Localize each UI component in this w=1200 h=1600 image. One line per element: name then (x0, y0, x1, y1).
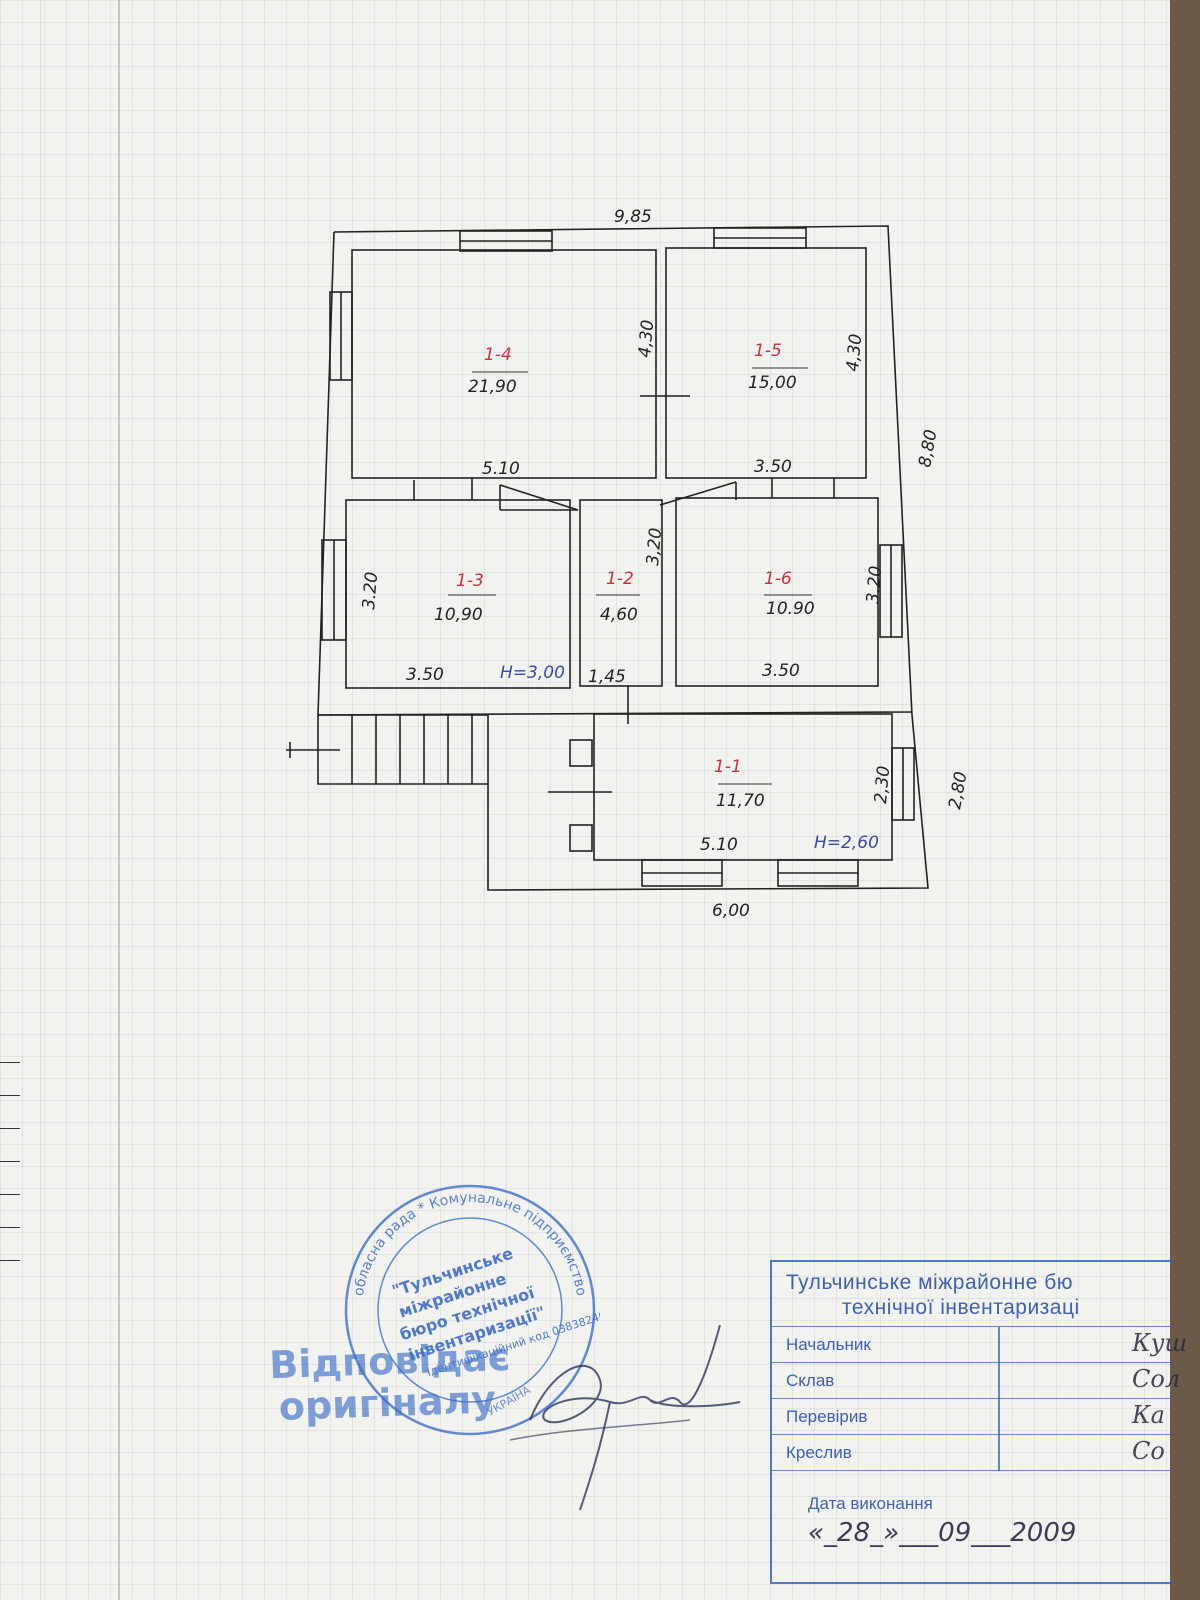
room-1-3-side: 3.20 (359, 571, 382, 610)
room-1-4-wall: 5.10 (482, 459, 520, 479)
title-block-stamp: Тульчинське міжрайонне бю технічної інве… (770, 1260, 1187, 1584)
room-1-3-wall: 3.50 (406, 665, 444, 685)
org-name-line-1: Тульчинське міжрайонне бю (786, 1271, 1074, 1294)
room-1-6-side: 3.20 (863, 565, 886, 604)
room-1-1-area: 11,70 (716, 791, 765, 811)
row-signature: Куш (1132, 1329, 1188, 1357)
porch-depth-label: 2,80 (945, 770, 971, 811)
page-binding-line (118, 0, 120, 1600)
room-1-2-area: 4,60 (600, 605, 638, 625)
row-chief: Начальник Куш (772, 1326, 1187, 1363)
overall-width-label: 9,85 (614, 207, 652, 227)
paper-sheet (0, 0, 1170, 1600)
row-compiled: Склав Сол (772, 1362, 1180, 1399)
room-1-3-height: H=3,00 (500, 663, 565, 683)
room-1-6-area: 10.90 (766, 599, 815, 619)
row-label: Перевірив (786, 1407, 868, 1426)
room-1-4-area: 21,90 (468, 377, 517, 397)
room-1-5-id: 1-5 (754, 341, 782, 361)
row-label: Креслив (786, 1443, 852, 1462)
room-1-5-wall: 3.50 (754, 457, 792, 477)
room-1-2-id: 1-2 (606, 569, 634, 589)
room-1-3-area: 10,90 (434, 605, 483, 625)
row-drawn: Креслив Со (772, 1434, 1172, 1471)
room-1-5-area: 15,00 (748, 373, 797, 393)
row-divider (772, 1470, 1172, 1472)
date-value: «_28_»___09___2009 (808, 1518, 1077, 1548)
date-label: Дата виконання (808, 1494, 933, 1513)
margin-lines (0, 1030, 20, 1261)
room-1-4-side: 4,30 (635, 319, 658, 358)
room-1-1-side: 2,30 (871, 765, 894, 804)
room-1-1-wall: 5.10 (700, 835, 738, 855)
round-official-stamp: обласна рада * Комунальне підприємство "… (344, 1184, 600, 1436)
row-signature: Ка (1132, 1401, 1165, 1429)
room-1-5-side: 4,30 (843, 333, 866, 372)
porch-width-label: 6,00 (712, 901, 750, 921)
row-signature: Сол (1132, 1365, 1181, 1393)
room-1-1-height: H=2,60 (814, 833, 879, 853)
handwritten-signature (509, 1324, 741, 1511)
room-1-2-wall: 1,45 (588, 667, 626, 687)
row-checked: Перевірив Ка (772, 1398, 1172, 1435)
room-1-4-id: 1-4 (484, 345, 512, 365)
row-label: Склав (786, 1371, 835, 1390)
room-1-2-side: 3,20 (643, 527, 666, 566)
floor-plan: 9,85 8,80 6,00 2,80 1-4 21,90 4,30 5.10 … (286, 207, 971, 921)
room-1-1-id: 1-1 (714, 757, 742, 777)
row-signature: Со (1132, 1437, 1165, 1465)
certified-line-2: оригіналу (278, 1377, 497, 1429)
row-label: Начальник (786, 1335, 871, 1354)
room-1-6-wall: 3.50 (762, 661, 800, 681)
page-fold-line (40, 0, 41, 1600)
certified-copy-stamp: Відповідає оригіналу (269, 1335, 513, 1429)
room-1-3-id: 1-3 (456, 571, 484, 591)
org-name-line-2: технічної інвентаризаці (842, 1296, 1080, 1319)
overall-depth-label: 8,80 (915, 428, 941, 469)
room-1-6-id: 1-6 (764, 569, 792, 589)
